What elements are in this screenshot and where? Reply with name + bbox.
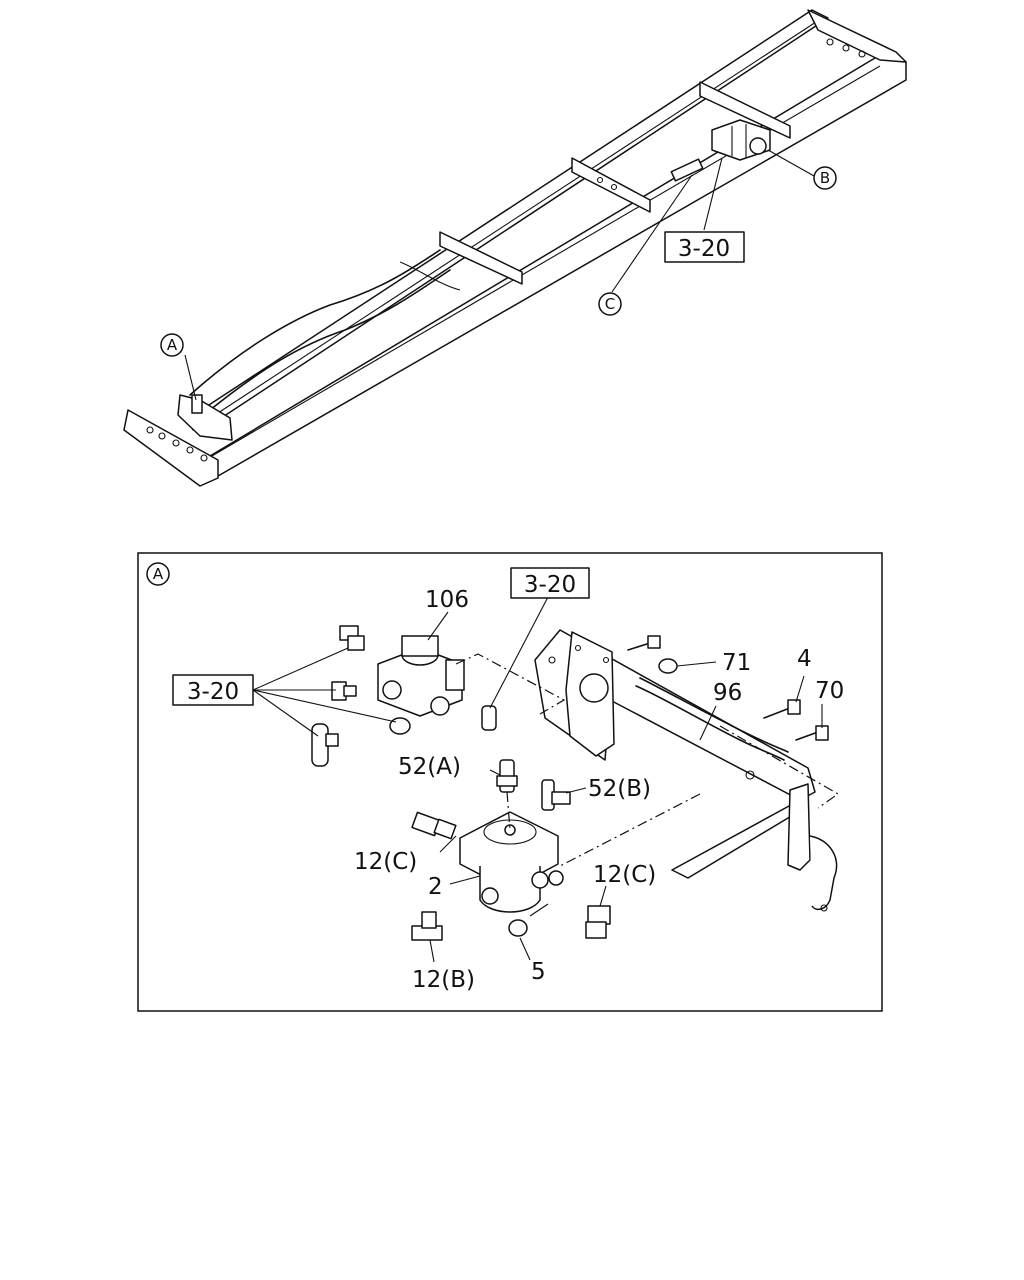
leader-a bbox=[184, 354, 197, 401]
fitting-plug-5 bbox=[481, 705, 497, 731]
part-96-label[interactable]: 96 bbox=[713, 680, 742, 706]
leader-c bbox=[611, 174, 693, 293]
svg-text:3-20: 3-20 bbox=[678, 236, 730, 262]
centerline-3 bbox=[559, 793, 701, 867]
svg-text:C: C bbox=[605, 295, 615, 313]
callout-b[interactable]: B bbox=[813, 166, 837, 190]
bolt-70 bbox=[795, 725, 829, 741]
fitting-nut-4 bbox=[389, 717, 411, 735]
svg-text:B: B bbox=[820, 169, 830, 187]
ref-box-overview[interactable]: 3-20 bbox=[664, 231, 745, 263]
fitting-12c-left bbox=[411, 811, 457, 840]
fitting-12b bbox=[411, 911, 443, 941]
centerline-2 bbox=[719, 725, 840, 809]
leaders-detail bbox=[252, 596, 823, 963]
part-4-label[interactable]: 4 bbox=[797, 646, 812, 672]
part-71-label[interactable]: 71 bbox=[722, 650, 751, 676]
pipe-96 bbox=[635, 685, 785, 761]
part-52a-label[interactable]: 52(A) bbox=[398, 754, 461, 780]
fitting-tee-2 bbox=[331, 681, 357, 701]
valve-2 bbox=[459, 811, 564, 913]
centerline-4 bbox=[506, 791, 511, 831]
pipe-96-edge bbox=[639, 677, 789, 753]
part-70-label[interactable]: 70 bbox=[815, 678, 844, 704]
leader-b bbox=[767, 149, 815, 177]
svg-text:A: A bbox=[167, 336, 178, 354]
part-12b-label[interactable]: 12(B) bbox=[412, 967, 475, 993]
svg-text:3-20: 3-20 bbox=[187, 679, 239, 705]
fitting-elbow-1 bbox=[339, 625, 365, 651]
relay-valve-106 bbox=[377, 635, 465, 717]
chassis-frame-overview bbox=[123, 9, 907, 487]
callout-a[interactable]: A bbox=[160, 333, 184, 357]
fitting-52a bbox=[496, 759, 518, 793]
centerline-1 bbox=[455, 653, 566, 715]
detail-panel-frame bbox=[137, 552, 883, 1012]
bolt-top bbox=[627, 635, 661, 651]
mounting-bracket bbox=[534, 629, 838, 912]
svg-text:3-20: 3-20 bbox=[524, 572, 576, 598]
fitting-52b bbox=[541, 779, 571, 811]
ref-box-left[interactable]: 3-20 bbox=[172, 674, 254, 706]
nut-71 bbox=[658, 658, 678, 674]
svg-text:A: A bbox=[153, 565, 164, 583]
callout-c[interactable]: C bbox=[598, 292, 622, 316]
part-52b-label[interactable]: 52(B) bbox=[588, 776, 651, 802]
ref-box-top[interactable]: 3-20 bbox=[510, 567, 590, 599]
part-2-label[interactable]: 2 bbox=[428, 874, 443, 900]
detail-panel-label: A bbox=[146, 562, 170, 586]
part-5-label[interactable]: 5 bbox=[531, 959, 546, 985]
part-106-label[interactable]: 106 bbox=[425, 587, 469, 613]
fitting-12c-right bbox=[585, 905, 611, 939]
leader-3-20-overview bbox=[703, 157, 723, 231]
part-12c-left-label[interactable]: 12(C) bbox=[354, 849, 417, 875]
part-12c-right-label[interactable]: 12(C) bbox=[593, 862, 656, 888]
nut-5 bbox=[508, 919, 528, 937]
bolt-4 bbox=[763, 699, 801, 719]
fitting-tee-3 bbox=[311, 723, 339, 767]
